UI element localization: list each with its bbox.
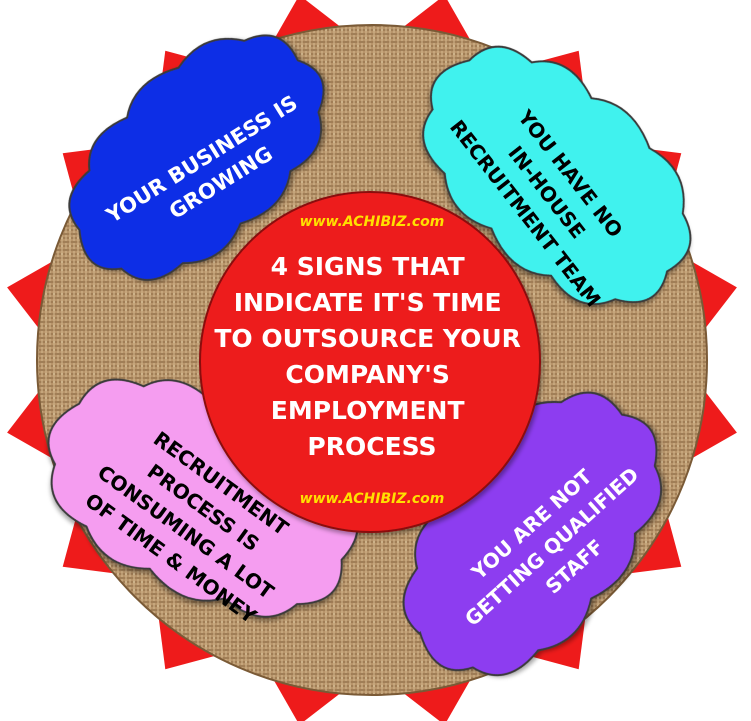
sign-1-cloud-shape (68, 34, 325, 281)
center-title: 4 SIGNS THAT INDICATE IT'S TIME TO OUTSO… (214, 252, 529, 461)
site-label-top: www.ACHIBIZ.com (300, 214, 445, 230)
center-circle (199, 191, 541, 533)
site-label-bottom: www.ACHIBIZ.com (300, 491, 445, 507)
sign-2-cloud-shape (422, 45, 692, 306)
sign-1-cloud: YOUR BUSINESS IS GROWING (68, 34, 325, 281)
